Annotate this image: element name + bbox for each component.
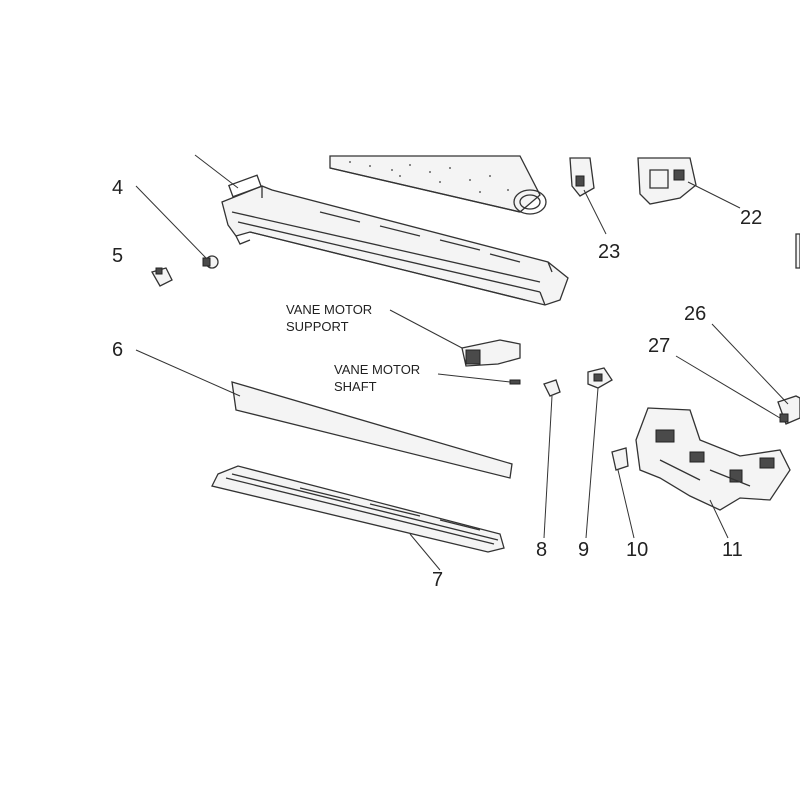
callout-4: 4: [112, 177, 123, 199]
vane-motor-shaft-label-line1: VANE MOTOR: [334, 362, 420, 377]
part-22-housing: [637, 157, 741, 209]
vane-motor-shaft-label-line2: SHAFT: [334, 379, 377, 394]
part-11-electrical-box: [635, 407, 791, 539]
part-23-bracket: [569, 157, 607, 235]
callout-8: 8: [536, 539, 547, 561]
part-9-bearing: [585, 367, 613, 539]
main-frame-part: [194, 154, 569, 306]
part-7-louver: [211, 465, 505, 571]
callout-7: 7: [432, 569, 443, 591]
part-4-screw: [135, 185, 219, 269]
callout-6: 6: [112, 339, 123, 361]
callout-5: 5: [112, 245, 123, 267]
vane-motor-shaft-part: [437, 373, 521, 385]
part-26-27-sensor: [675, 323, 800, 425]
vane-motor-support-label-line1: VANE MOTOR: [286, 302, 372, 317]
vane-motor-support-label-line2: SUPPORT: [286, 319, 349, 334]
callout-9: 9: [578, 539, 589, 561]
part-8-bushing: [543, 379, 561, 539]
vane-motor-support-part: [389, 309, 521, 367]
part-10-cap: [611, 447, 635, 539]
part-5-clip: [151, 267, 173, 287]
callout-23: 23: [598, 241, 620, 263]
callout-22: 22: [740, 207, 762, 229]
cross-flow-fan-part: [329, 155, 547, 215]
part-6-vane: [135, 349, 513, 479]
callout-27: 27: [648, 335, 670, 357]
partial-edge-part: [795, 233, 800, 269]
callout-10: 10: [626, 539, 648, 561]
callout-11: 11: [722, 539, 743, 561]
callout-26: 26: [684, 303, 706, 325]
